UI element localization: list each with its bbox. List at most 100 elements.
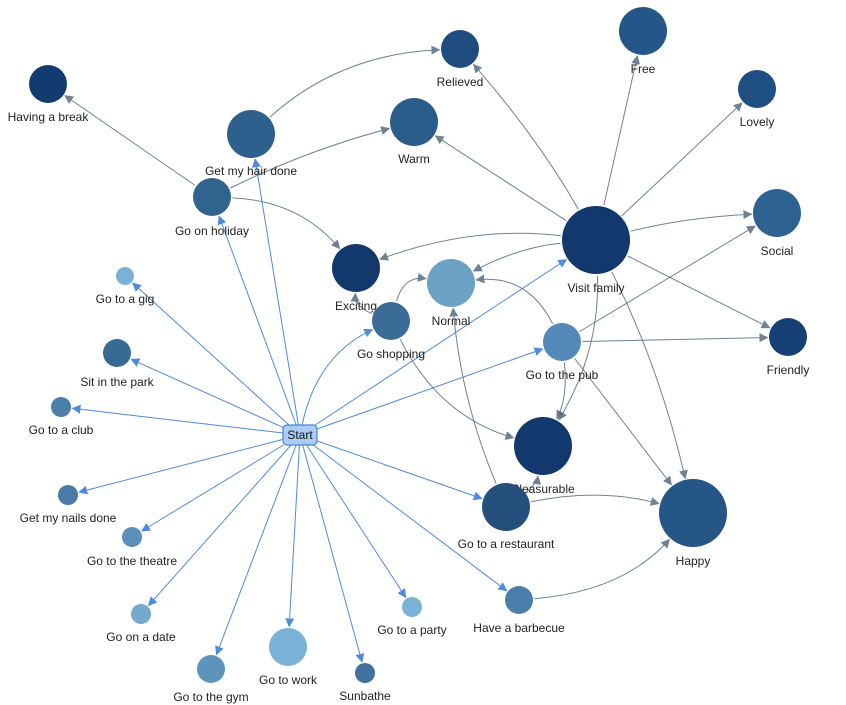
node-circle-visit-family[interactable] xyxy=(562,206,630,274)
node-go-to-a-gig[interactable]: Go to a gig xyxy=(96,267,155,306)
node-circle-go-to-a-gig[interactable] xyxy=(116,267,134,285)
edge-go-to-the-pub-to-happy xyxy=(574,357,672,486)
node-warm[interactable]: Warm xyxy=(390,98,438,166)
node-exciting[interactable]: Exciting xyxy=(332,244,380,313)
node-go-to-the-gym[interactable]: Go to the gym xyxy=(173,655,249,704)
edge-visit-family-to-free xyxy=(603,55,641,206)
node-go-to-a-party[interactable]: Go to a party xyxy=(377,597,447,637)
node-circle-go-on-a-date[interactable] xyxy=(131,604,151,624)
node-circle-go-to-the-theatre[interactable] xyxy=(122,527,142,547)
edge-go-to-a-restaurant-to-happy xyxy=(530,494,660,506)
node-label-sunbathe: Sunbathe xyxy=(339,689,391,703)
node-lovely[interactable]: Lovely xyxy=(738,70,776,129)
edge-start-to-go-to-a-gig xyxy=(132,282,290,426)
node-label-go-to-a-restaurant: Go to a restaurant xyxy=(458,537,555,551)
node-go-to-work[interactable]: Go to work xyxy=(259,628,318,687)
node-label-relieved: Relieved xyxy=(437,75,484,89)
node-friendly[interactable]: Friendly xyxy=(767,318,810,377)
edge-visit-family-to-warm xyxy=(434,135,567,222)
node-circle-free[interactable] xyxy=(619,7,667,55)
node-circle-lovely[interactable] xyxy=(738,70,776,108)
node-label-go-on-holiday: Go on holiday xyxy=(175,224,249,238)
node-circle-friendly[interactable] xyxy=(769,318,807,356)
start-label: Start xyxy=(287,428,313,442)
node-label-friendly: Friendly xyxy=(767,363,810,377)
edge-visit-family-to-lovely xyxy=(621,102,743,217)
node-go-to-a-restaurant[interactable]: Go to a restaurant xyxy=(458,483,555,551)
node-sunbathe[interactable]: Sunbathe xyxy=(339,663,391,703)
edge-start-to-go-to-work xyxy=(285,444,300,628)
node-go-to-a-club[interactable]: Go to a club xyxy=(29,397,94,437)
edge-visit-family-to-friendly xyxy=(627,255,771,329)
node-circle-happy[interactable] xyxy=(659,479,727,547)
node-circle-go-to-the-gym[interactable] xyxy=(197,655,225,683)
node-pleasurable[interactable]: Pleasurable xyxy=(511,417,575,496)
node-circle-go-to-work[interactable] xyxy=(269,628,307,666)
node-get-my-hair-done[interactable]: Get my hair done xyxy=(205,110,297,178)
node-free[interactable]: Free xyxy=(619,7,667,76)
node-label-go-on-a-date: Go on a date xyxy=(106,630,176,644)
node-circle-go-to-a-party[interactable] xyxy=(402,597,422,617)
edge-start-to-go-on-holiday xyxy=(217,215,297,426)
node-label-sit-in-the-park: Sit in the park xyxy=(80,375,154,389)
edge-go-shopping-to-exciting xyxy=(350,292,373,314)
node-label-go-to-the-theatre: Go to the theatre xyxy=(87,554,177,568)
node-circle-go-to-the-pub[interactable] xyxy=(543,323,581,361)
edge-start-to-visit-family xyxy=(314,259,568,426)
node-circle-having-a-break[interactable] xyxy=(29,65,67,103)
node-relieved[interactable]: Relieved xyxy=(437,30,484,89)
edge-go-shopping-to-normal xyxy=(396,272,427,302)
edges-layer xyxy=(64,45,771,663)
node-have-a-barbecue[interactable]: Have a barbecue xyxy=(473,586,565,635)
node-circle-sunbathe[interactable] xyxy=(355,663,375,683)
edge-start-to-have-a-barbecue xyxy=(312,444,508,592)
node-label-normal: Normal xyxy=(432,314,471,328)
node-circle-relieved[interactable] xyxy=(441,30,479,68)
node-circle-social[interactable] xyxy=(753,189,801,237)
node-circle-get-my-nails-done[interactable] xyxy=(58,485,78,505)
node-label-happy: Happy xyxy=(676,554,711,568)
node-circle-normal[interactable] xyxy=(427,259,475,307)
node-having-a-break[interactable]: Having a break xyxy=(8,65,90,124)
node-go-to-the-pub[interactable]: Go to the pub xyxy=(526,323,599,382)
edge-visit-family-to-happy xyxy=(611,271,688,480)
node-go-shopping[interactable]: Go shopping xyxy=(357,302,425,361)
node-circle-go-on-holiday[interactable] xyxy=(193,178,231,216)
node-circle-sit-in-the-park[interactable] xyxy=(103,339,131,367)
node-get-my-nails-done[interactable]: Get my nails done xyxy=(20,485,117,525)
node-circle-go-to-a-restaurant[interactable] xyxy=(482,483,530,531)
edge-go-on-holiday-to-exciting xyxy=(232,197,341,250)
edge-visit-family-to-social xyxy=(630,210,753,232)
node-visit-family[interactable]: Visit family xyxy=(562,206,630,295)
start-node[interactable]: Start xyxy=(282,424,318,446)
node-go-to-the-theatre[interactable]: Go to the theatre xyxy=(87,527,177,568)
node-label-having-a-break: Having a break xyxy=(8,110,90,124)
edge-go-to-the-pub-to-friendly xyxy=(582,333,769,343)
node-go-on-a-date[interactable]: Go on a date xyxy=(106,604,176,644)
node-circle-warm[interactable] xyxy=(390,98,438,146)
node-go-on-holiday[interactable]: Go on holiday xyxy=(175,178,249,238)
edge-visit-family-to-exciting xyxy=(379,232,561,261)
node-happy[interactable]: Happy xyxy=(659,479,727,568)
node-circle-exciting[interactable] xyxy=(332,244,380,292)
node-circle-pleasurable[interactable] xyxy=(514,417,572,475)
node-normal[interactable]: Normal xyxy=(427,259,475,328)
node-label-go-to-a-club: Go to a club xyxy=(29,423,94,437)
node-circle-get-my-hair-done[interactable] xyxy=(227,110,275,158)
edge-go-to-the-pub-to-normal xyxy=(475,274,554,324)
node-label-go-to-a-gig: Go to a gig xyxy=(96,292,155,306)
edge-start-to-go-to-the-gym xyxy=(215,444,297,656)
node-sit-in-the-park[interactable]: Sit in the park xyxy=(80,339,155,389)
edge-go-to-a-restaurant-to-pleasurable xyxy=(526,475,542,493)
node-circle-go-shopping[interactable] xyxy=(372,302,410,340)
node-label-go-shopping: Go shopping xyxy=(357,347,425,361)
node-circle-have-a-barbecue[interactable] xyxy=(505,586,533,614)
node-label-lovely: Lovely xyxy=(740,115,775,129)
node-circle-go-to-a-club[interactable] xyxy=(51,397,71,417)
node-label-go-to-a-party: Go to a party xyxy=(377,623,446,637)
node-social[interactable]: Social xyxy=(753,189,801,258)
start-box[interactable] xyxy=(282,424,318,446)
node-label-exciting: Exciting xyxy=(335,299,377,313)
